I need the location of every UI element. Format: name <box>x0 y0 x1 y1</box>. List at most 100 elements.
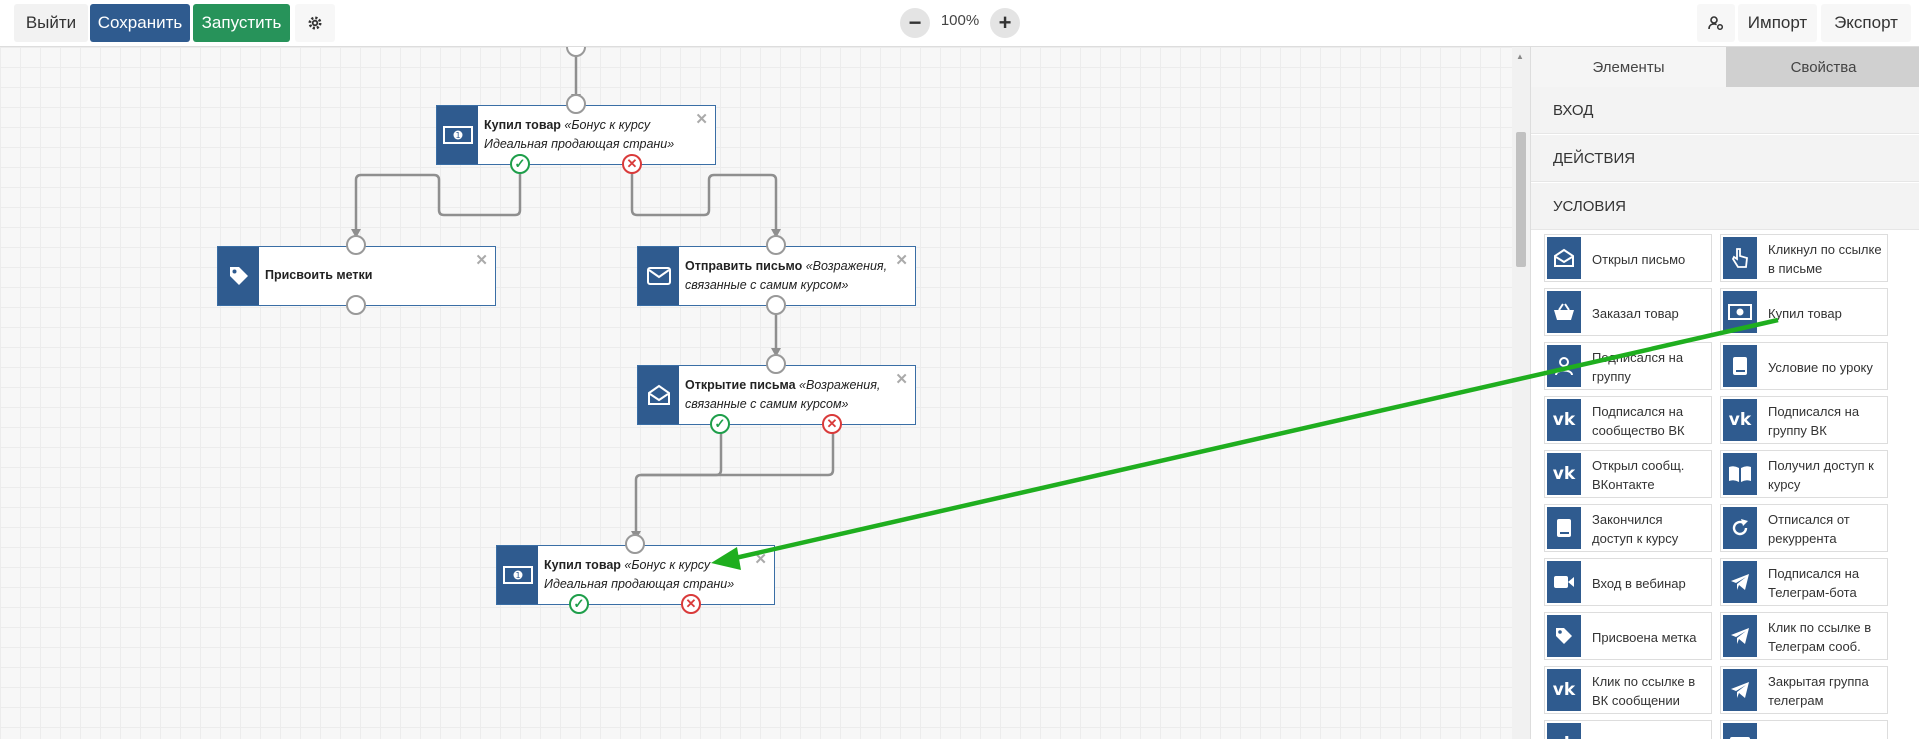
arrow-head <box>771 229 781 238</box>
condition-element[interactable]: Условие по уроку <box>1720 342 1888 390</box>
close-icon[interactable]: ✕ <box>895 252 908 269</box>
condition-element[interactable]: Отписался от рекуррента <box>1720 504 1888 552</box>
run-button[interactable]: Запустить <box>193 4 290 42</box>
condition-element[interactable]: Кликнул по ссылке в письме <box>1720 234 1888 282</box>
user-icon <box>1547 345 1581 387</box>
svg-text:1: 1 <box>455 131 460 140</box>
condition-element-label: Отписался от рекуррента <box>1768 512 1850 546</box>
workflow-canvas[interactable]: 1 Купил товар «Бонус к курсу Идеальная п… <box>0 47 1512 739</box>
condition-element-label: Закрытая группа телеграм <box>1768 674 1869 708</box>
telegram-icon <box>1723 561 1757 603</box>
node-title: Открытие письма <box>685 378 796 392</box>
node-purchase-1[interactable]: 1 Купил товар «Бонус к курсу Идеальная п… <box>436 105 716 165</box>
node-email-opened[interactable]: Открытие письма «Возражения, связанные с… <box>637 365 916 425</box>
node-title: Присвоить метки <box>265 268 373 282</box>
export-button[interactable]: Экспорт <box>1821 4 1911 42</box>
condition-element-label: Подписался на сообщество ВК <box>1592 404 1685 438</box>
link-open-to-purchase <box>634 424 723 531</box>
link-yes-to-tags <box>354 164 522 229</box>
condition-element-label: Подписался на Телеграм-бота <box>1768 566 1860 600</box>
input-port[interactable] <box>346 235 366 255</box>
tab-elements[interactable]: Элементы <box>1531 47 1726 87</box>
link-open-no-to-purchase <box>641 424 835 477</box>
close-icon[interactable]: ✕ <box>895 371 908 388</box>
import-button[interactable]: Импорт <box>1738 4 1817 42</box>
node-subtitle: «Бонус к курсу Идеальная продающая стран… <box>544 558 735 591</box>
no-port[interactable]: ✕ <box>681 594 701 614</box>
condition-element[interactable] <box>1720 720 1888 739</box>
pointer-icon <box>1723 237 1757 279</box>
close-icon[interactable]: ✕ <box>754 551 767 568</box>
condition-element[interactable]: Закончился доступ к курсу <box>1544 504 1712 552</box>
user-settings-button[interactable] <box>1697 4 1735 42</box>
condition-element-label: Присвоена метка <box>1592 629 1697 645</box>
vk-icon: vk <box>1547 399 1581 441</box>
section-actions[interactable]: ДЕЙСТВИЯ <box>1531 135 1919 182</box>
envelope-icon <box>638 247 679 305</box>
condition-element[interactable]: Заказал товар <box>1544 288 1712 336</box>
zoom-level: 100% <box>940 12 980 29</box>
yes-port[interactable]: ✓ <box>710 414 730 434</box>
close-icon[interactable]: ✕ <box>695 111 708 128</box>
condition-element[interactable]: Присвоена метка <box>1544 612 1712 660</box>
vk-icon: vk <box>1547 723 1581 739</box>
section-entry[interactable]: ВХОД <box>1531 87 1919 134</box>
condition-element-label: Кликнул по ссылке в письме <box>1768 242 1882 276</box>
condition-element-label: Купил товар <box>1768 305 1842 321</box>
settings-button[interactable] <box>295 4 335 42</box>
condition-element-label: Подписался на группу <box>1592 350 1684 384</box>
scroll-up-arrow-icon[interactable]: ▲ <box>1516 52 1524 61</box>
money-icon <box>1723 291 1757 333</box>
exit-button[interactable]: Выйти <box>14 4 88 42</box>
input-port[interactable] <box>766 354 786 374</box>
output-port[interactable] <box>766 295 786 315</box>
node-purchase-2[interactable]: 1 Купил товар «Бонус к курсу Идеальная п… <box>496 545 775 605</box>
node-title: Купил товар <box>484 118 561 132</box>
zoom-in-button[interactable]: + <box>990 8 1020 38</box>
node-subtitle: «Возражения, связанные с самим курсом» <box>685 259 888 292</box>
toolbar: Выйти Сохранить Запустить − 100% + Импор… <box>0 0 1919 47</box>
canvas-scrollbar[interactable]: ▲ <box>1512 47 1530 739</box>
condition-element-label <box>1768 725 1883 739</box>
save-button[interactable]: Сохранить <box>90 4 190 42</box>
scroll-thumb[interactable] <box>1516 132 1526 267</box>
condition-element[interactable]: Купил товар <box>1720 288 1888 336</box>
condition-element[interactable]: Вход в вебинар <box>1544 558 1712 606</box>
video-icon <box>1547 561 1581 603</box>
tab-properties[interactable]: Свойства <box>1726 47 1919 87</box>
condition-element-label: Получил доступ к курсу <box>1768 458 1874 492</box>
condition-element[interactable]: Закрытая группа телеграм <box>1720 666 1888 714</box>
condition-element-label: Закончился доступ к курсу <box>1592 512 1679 546</box>
condition-element-label: Получил <box>1592 725 1707 739</box>
condition-element[interactable]: Подписался на группу <box>1544 342 1712 390</box>
condition-element[interactable]: Открыл письмо <box>1544 234 1712 282</box>
yes-port[interactable]: ✓ <box>510 154 530 174</box>
input-port[interactable] <box>566 94 586 114</box>
redo-icon <box>1723 507 1757 549</box>
condition-element[interactable]: Получил доступ к курсу <box>1720 450 1888 498</box>
no-port[interactable]: ✕ <box>822 414 842 434</box>
section-conditions[interactable]: УСЛОВИЯ <box>1531 183 1919 230</box>
zoom-out-button[interactable]: − <box>900 8 930 38</box>
elements-panel: Элементы Свойства ВХОД ДЕЙСТВИЯ УСЛОВИЯ … <box>1530 47 1919 739</box>
no-port[interactable]: ✕ <box>622 154 642 174</box>
user-gear-icon <box>1708 16 1724 31</box>
condition-element[interactable]: vk Подписался на сообщество ВК <box>1544 396 1712 444</box>
book-icon <box>1723 345 1757 387</box>
close-icon[interactable]: ✕ <box>475 252 488 269</box>
condition-element-label: Вход в вебинар <box>1592 575 1686 591</box>
condition-element[interactable]: vk Получил <box>1544 720 1712 739</box>
input-port[interactable] <box>766 235 786 255</box>
output-port[interactable] <box>346 295 366 315</box>
tag-icon <box>218 247 259 305</box>
input-port[interactable] <box>625 534 645 554</box>
condition-element[interactable]: Подписался на Телеграм-бота <box>1720 558 1888 606</box>
condition-element[interactable]: Клик по ссылке в Телеграм сооб. <box>1720 612 1888 660</box>
vk-icon: vk <box>1547 453 1581 495</box>
yes-port[interactable]: ✓ <box>569 594 589 614</box>
svg-text:1: 1 <box>515 571 520 580</box>
